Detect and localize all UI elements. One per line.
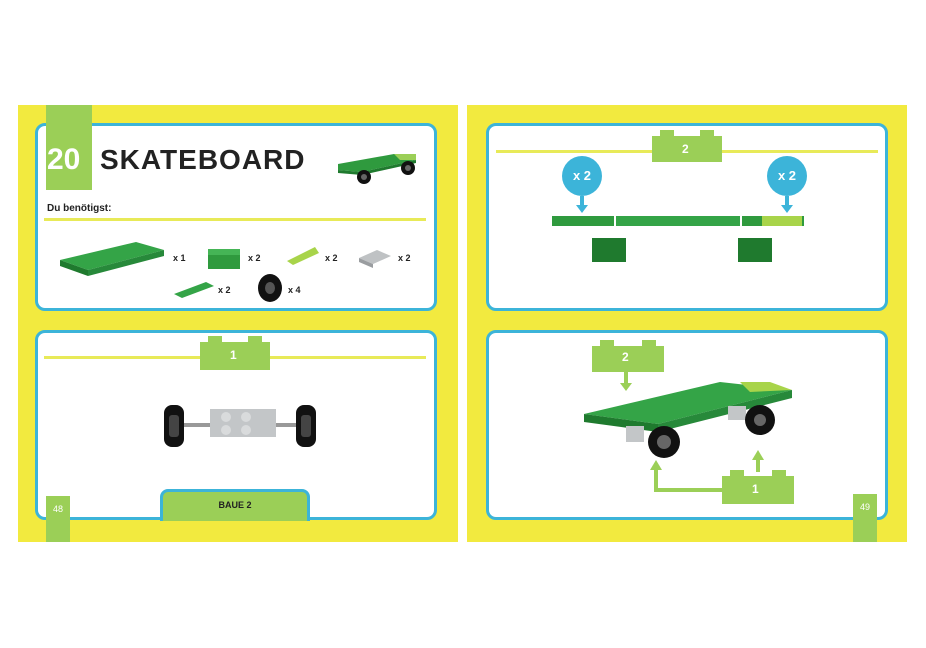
ref-brick-2: [592, 346, 664, 372]
brick-stud: [700, 130, 714, 137]
page-number-tab-right: [853, 494, 877, 542]
step-1-assembly-image: [164, 405, 316, 447]
step-2-assembly-image: [552, 216, 804, 262]
arrow-down-icon: [620, 372, 632, 391]
part-qty: x 1: [173, 253, 186, 263]
parts-list-panel: [35, 123, 437, 311]
part-wheel: [258, 274, 282, 302]
brick-stud: [208, 336, 222, 343]
part-qty: x 2: [398, 253, 411, 263]
ref-brick-1: [722, 476, 794, 504]
multiplier-badge-right: x 2: [767, 156, 807, 196]
brick-stud: [642, 340, 656, 347]
build-tab[interactable]: [160, 489, 310, 521]
brick-stud: [730, 470, 744, 477]
ref-number-1: 1: [752, 482, 759, 496]
part-qty: x 2: [218, 285, 231, 295]
brick-stud: [772, 470, 786, 477]
arrow-down-icon: [781, 196, 793, 213]
page-number-tab-left: [46, 496, 70, 542]
part-green-brick: [208, 249, 240, 269]
brick-stud: [248, 336, 262, 343]
step-1-number: 1: [230, 348, 237, 362]
brick-stud: [600, 340, 614, 347]
part-qty: x 4: [288, 285, 301, 295]
part-green-wedge: [174, 282, 214, 298]
part-green-plate: [60, 242, 164, 276]
part-grey-axle-plate: [359, 250, 391, 268]
page-number-left: 48: [52, 504, 63, 514]
page-title: SKATEBOARD: [100, 144, 306, 175]
multiplier-badge-left: x 2: [562, 156, 602, 196]
skateboard-preview-image: [338, 154, 416, 184]
brick-stud: [660, 130, 674, 137]
part-qty: x 2: [325, 253, 338, 263]
part-lime-wedge: [287, 247, 319, 265]
step-2-brick: [652, 136, 722, 162]
part-qty: x 2: [248, 253, 261, 263]
skateboard-final-image: [584, 382, 792, 458]
project-number-tab: [46, 105, 92, 190]
step-2-number: 2: [682, 142, 689, 156]
needed-label: Du benötigst:: [47, 203, 112, 214]
page-number-right: 49: [859, 502, 870, 512]
ref-number-2: 2: [622, 350, 629, 364]
arrow-path-icon: [650, 450, 764, 492]
divider-line: [44, 218, 426, 221]
build-tab-label: BAUE 2: [218, 500, 252, 510]
arrow-down-icon: [576, 196, 588, 213]
step-1-brick: [200, 342, 270, 370]
project-number: 20: [47, 143, 81, 176]
